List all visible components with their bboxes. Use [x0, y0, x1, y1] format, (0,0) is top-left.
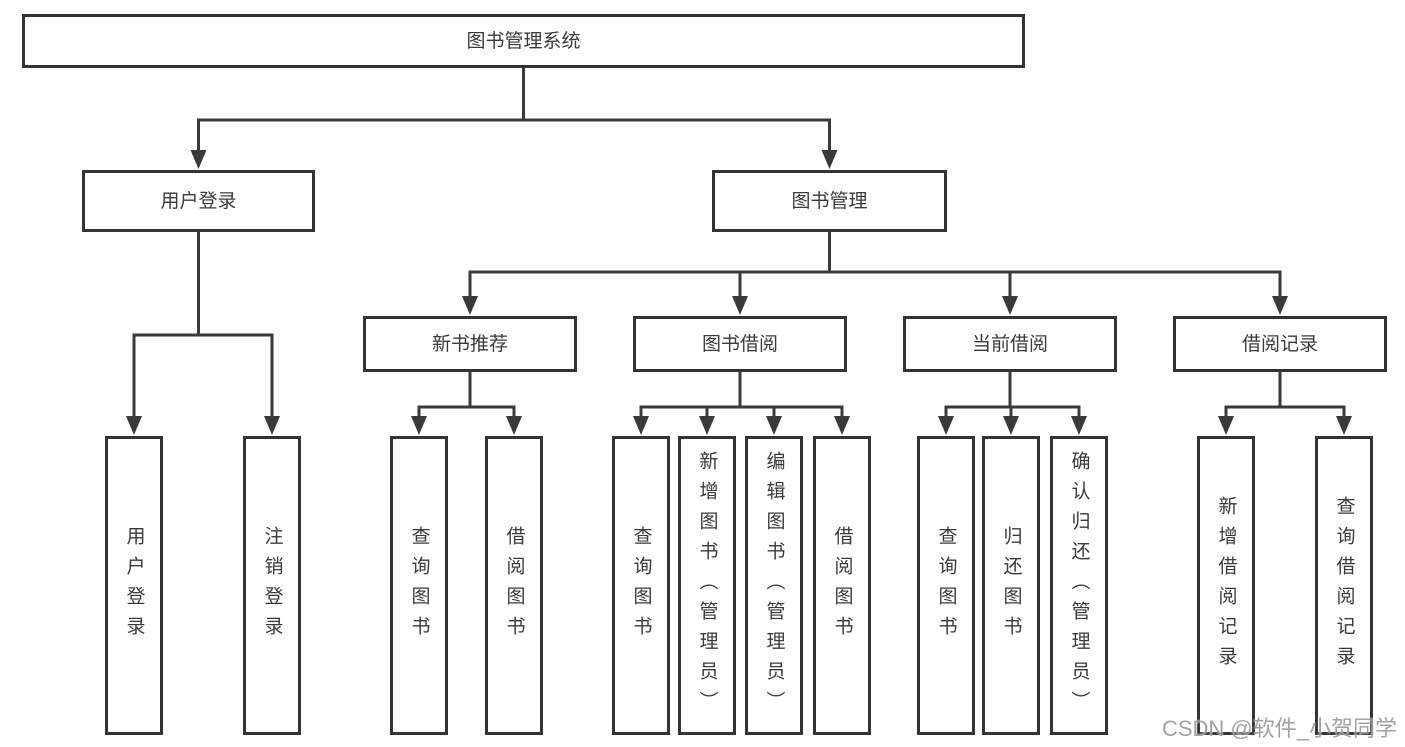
arrowhead-icon [1218, 416, 1234, 435]
node-label: 查询借阅记录 [1333, 495, 1355, 676]
arrowhead-icon [732, 296, 748, 315]
node-library-system: 图书管理系统 [22, 14, 1025, 68]
node-label: 借阅记录 [1241, 333, 1318, 355]
connector-login-to-leaves [126, 232, 280, 435]
node-current-borrowing: 当前借阅 [903, 316, 1117, 372]
node-label: 借阅图书 [503, 525, 525, 646]
node-label: 图书管理 [791, 190, 868, 212]
node-label: 新增借阅记录 [1215, 495, 1237, 676]
arrowhead-icon [506, 416, 522, 435]
node-label: 归还图书 [1000, 525, 1022, 646]
node-user-login: 用户登录 [82, 170, 315, 232]
leaf-add-borrow-record: 新增借阅记录 [1197, 436, 1255, 735]
node-book-borrowing: 图书借阅 [633, 316, 847, 372]
connector-management-to-level3 [462, 232, 1288, 315]
leaf-confirm-return-admin: 确认归还（管理员） [1050, 436, 1108, 735]
arrowhead-icon [938, 416, 954, 435]
arrowhead-icon [1002, 296, 1018, 315]
node-label: 用户登录 [123, 525, 145, 646]
node-label: 新书推荐 [431, 333, 508, 355]
leaf-user-login: 用户登录 [105, 436, 163, 735]
node-label: 查询图书 [935, 525, 957, 646]
leaf-return-books: 归还图书 [982, 436, 1040, 735]
node-label: 借阅图书 [831, 525, 853, 646]
arrowhead-icon [264, 416, 280, 435]
node-label: 查询图书 [630, 525, 652, 646]
arrowhead-icon [190, 150, 207, 169]
connector-current-to-leaves [938, 372, 1087, 435]
node-label: 新增图书（管理员） [696, 450, 718, 721]
connector-root-to-level2 [190, 68, 838, 169]
arrowhead-icon [834, 416, 850, 435]
leaf-query-books-borrowing: 查询图书 [612, 436, 670, 735]
leaf-borrow-books: 借阅图书 [813, 436, 871, 735]
node-borrowing-records: 借阅记录 [1173, 316, 1387, 372]
leaf-query-books-current: 查询图书 [917, 436, 975, 735]
arrowhead-icon [633, 416, 649, 435]
leaf-add-books-admin: 新增图书（管理员） [678, 436, 736, 735]
connector-borrowing-to-leaves [633, 372, 850, 435]
arrowhead-icon [766, 416, 782, 435]
arrowhead-icon [411, 416, 427, 435]
leaf-query-borrow-record: 查询借阅记录 [1315, 436, 1373, 735]
arrowhead-icon [126, 416, 142, 435]
node-label: 编辑图书（管理员） [763, 450, 785, 721]
leaf-borrow-books-recommend: 借阅图书 [485, 436, 543, 735]
node-label: 查询图书 [408, 525, 430, 646]
node-label: 图书借阅 [701, 333, 778, 355]
node-new-book-recommend: 新书推荐 [363, 316, 577, 372]
node-book-management: 图书管理 [712, 170, 947, 232]
node-label: 确认归还（管理员） [1068, 450, 1090, 721]
arrowhead-icon [1003, 416, 1019, 435]
arrowhead-icon [821, 150, 838, 169]
watermark-text: CSDN @软件_小贺同学 [1161, 716, 1397, 741]
connector-records-to-leaves [1218, 372, 1352, 435]
node-label: 当前借阅 [971, 333, 1048, 355]
node-label: 注销登录 [261, 525, 283, 646]
leaf-logout: 注销登录 [243, 436, 301, 735]
arrowhead-icon [1071, 416, 1087, 435]
arrowhead-icon [462, 296, 478, 315]
leaf-edit-books-admin: 编辑图书（管理员） [745, 436, 803, 735]
arrowhead-icon [1272, 296, 1288, 315]
leaf-query-books-recommend: 查询图书 [390, 436, 448, 735]
node-label: 用户登录 [160, 190, 237, 212]
node-label: 图书管理系统 [466, 30, 581, 52]
arrowhead-icon [699, 416, 715, 435]
arrowhead-icon [1336, 416, 1352, 435]
connector-recommend-to-leaves [411, 372, 522, 435]
